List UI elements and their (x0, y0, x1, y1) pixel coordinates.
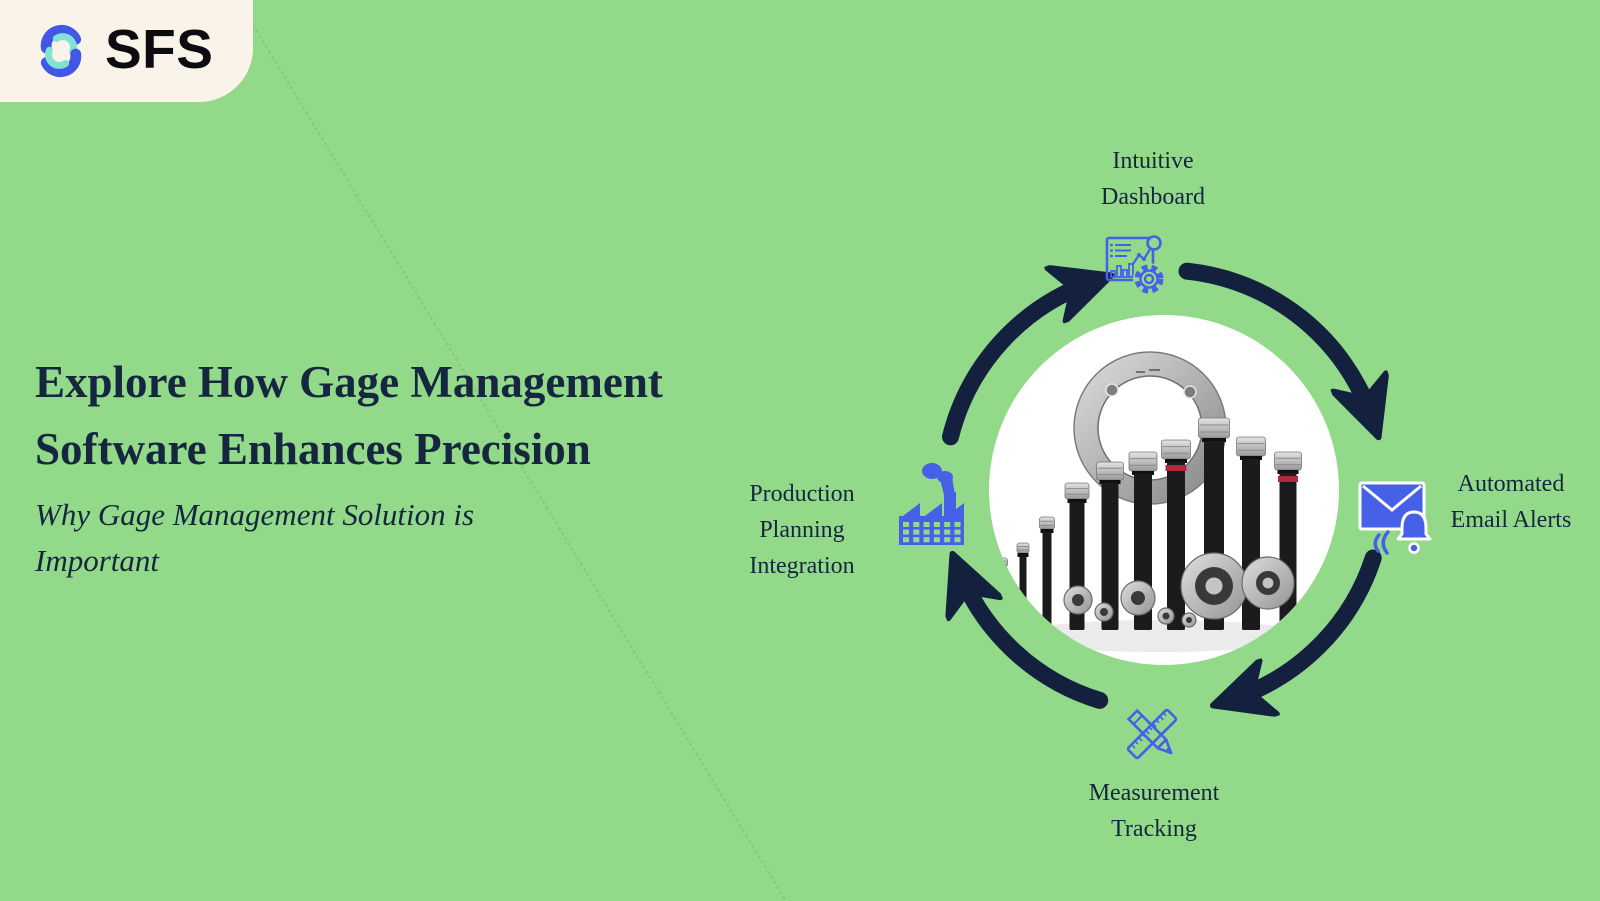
step-label-intuitive-dashboard: Intuitive Dashboard (1101, 148, 1205, 210)
page-title-line2: Software Enhances Precision (35, 424, 591, 474)
arrow-top-to-right (1178, 262, 1372, 418)
page-subtitle-line1: Why Gage Management Solution is (35, 497, 475, 532)
gauge-set-photo (996, 351, 1310, 652)
arrow-right-to-bottom (1232, 549, 1382, 699)
logo-text: SFS (105, 17, 214, 80)
page-subtitle: Why Gage Management Solution is Importan… (35, 492, 635, 584)
step-label-automated-email-alerts: Automated Email Alerts (1450, 471, 1572, 533)
page-title: Explore How Gage Management Software Enh… (35, 349, 795, 483)
step-label-production-planning-integration: Production Planning Integration (749, 481, 855, 579)
cycle-arrows (942, 262, 1382, 709)
arrow-bottom-to-left (960, 572, 1109, 709)
factory-icon (899, 463, 964, 545)
ruler-pencil-icon (1126, 708, 1178, 760)
page-title-line1: Explore How Gage Management (35, 357, 663, 407)
email-bell-icon (1358, 481, 1432, 555)
arrow-left-to-top (942, 282, 1093, 446)
faint-diagonal-line (252, 24, 787, 901)
dashboard-icon (1105, 235, 1165, 295)
step-label-measurement-tracking: Measurement Tracking (1088, 780, 1220, 842)
sfs-logo-icon (40, 24, 82, 78)
page-subtitle-line2: Important (35, 543, 159, 578)
logo-card: SFS (0, 0, 253, 102)
